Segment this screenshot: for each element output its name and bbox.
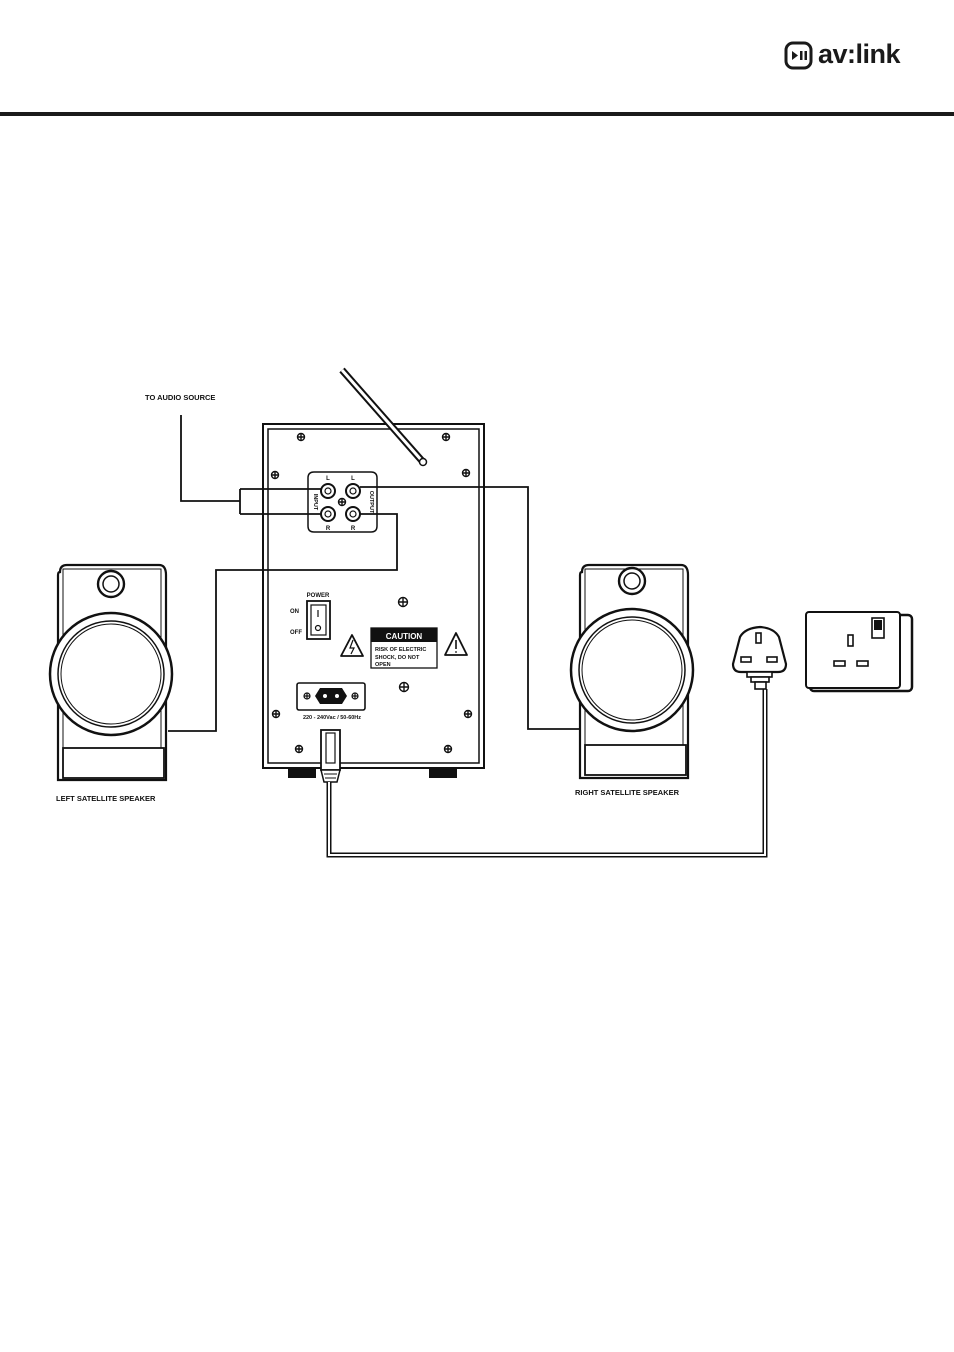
- screw-icon: [296, 746, 303, 753]
- inlet-plug: [321, 730, 340, 782]
- jack-output-r: [346, 507, 360, 521]
- audio-source-cable: [181, 415, 240, 501]
- screw-icon: [465, 711, 472, 718]
- label-r-out: R: [351, 526, 356, 532]
- screw-icon: [399, 598, 408, 607]
- caution-line-1: RISK OF ELECTRIC: [375, 647, 426, 653]
- label-off: OFF: [290, 630, 302, 636]
- screw-icon: [304, 693, 310, 699]
- caution-label: CAUTION RISK OF ELECTRIC SHOCK, DO NOT O…: [371, 628, 437, 668]
- subwoofer-unit: [263, 424, 484, 778]
- caution-title: CAUTION: [386, 632, 423, 641]
- screw-icon: [443, 434, 450, 441]
- screw-icon: [339, 499, 346, 506]
- ac-inlet: 220 - 240Vac / 50-60Hz: [297, 683, 365, 721]
- right-speaker-label: RIGHT SATELLITE SPEAKER: [575, 788, 680, 797]
- screw-icon: [463, 470, 470, 477]
- left-speaker-label: LEFT SATELLITE SPEAKER: [56, 794, 156, 803]
- left-foot: [288, 768, 316, 778]
- caution-line-2: SHOCK, DO NOT: [375, 655, 420, 661]
- jack-input-r: [321, 507, 335, 521]
- jack-output-l: [346, 484, 360, 498]
- right-foot: [429, 768, 457, 778]
- label-on: ON: [290, 609, 299, 615]
- left-satellite-speaker: [50, 565, 172, 780]
- label-power: POWER: [307, 593, 330, 599]
- screw-icon: [272, 472, 279, 479]
- label-input: INPUT: [312, 494, 318, 511]
- label-r-in: R: [326, 526, 331, 532]
- audio-source-label: TO AUDIO SOURCE: [145, 393, 215, 402]
- screw-icon: [273, 711, 280, 718]
- jack-input-l: [321, 484, 335, 498]
- wall-socket-icon: [806, 612, 912, 691]
- screw-icon: [298, 434, 305, 441]
- label-l-out: L: [351, 476, 355, 482]
- screw-icon: [445, 746, 452, 753]
- right-satellite-speaker: [571, 565, 693, 778]
- caution-line-3: OPEN: [375, 662, 391, 668]
- uk-plug-icon: [733, 627, 786, 689]
- label-output: OUTPUT: [368, 491, 374, 514]
- screw-icon: [352, 693, 358, 699]
- screw-icon: [400, 683, 409, 692]
- label-l-in: L: [326, 476, 330, 482]
- voltage-label: 220 - 240Vac / 50-60Hz: [303, 715, 361, 721]
